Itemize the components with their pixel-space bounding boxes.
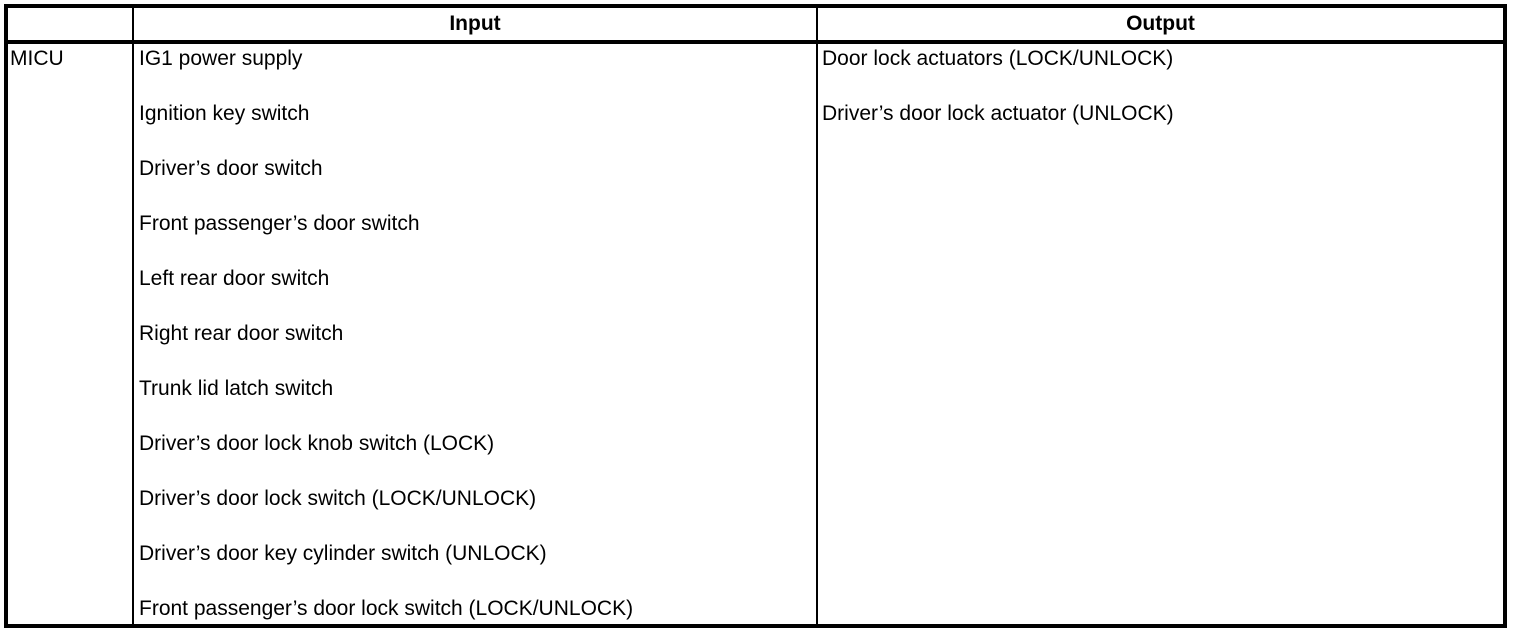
output-cell: Door lock actuators (LOCK/UNLOCK) Driver…: [818, 44, 1503, 624]
input-item: Driver’s door switch: [139, 157, 323, 180]
table-header-row: Input Output: [8, 8, 1503, 44]
device-cell: MICU: [8, 44, 134, 624]
input-cell: IG1 power supply Ignition key switch Dri…: [134, 44, 818, 624]
input-item: Front passenger’s door lock switch (LOCK…: [139, 597, 634, 620]
output-item: Driver’s door lock actuator (UNLOCK): [822, 102, 1174, 125]
input-item: Ignition key switch: [139, 102, 310, 125]
input-item: Front passenger’s door switch: [139, 212, 420, 235]
output-column-header: Output: [1126, 12, 1195, 35]
micu-input-output-table: Input Output MICU IG1 power supply Ignit…: [4, 4, 1507, 628]
input-item: Driver’s door lock knob switch (LOCK): [139, 432, 495, 455]
input-item: IG1 power supply: [139, 47, 303, 70]
input-item: Right rear door switch: [139, 322, 344, 345]
output-item: Door lock actuators (LOCK/UNLOCK): [822, 47, 1174, 70]
input-column-header: Input: [134, 8, 818, 40]
input-item: Driver’s door key cylinder switch (UNLOC…: [139, 542, 547, 565]
table-body-row: MICU IG1 power supply Ignition key switc…: [8, 44, 1503, 624]
device-column-header: [8, 8, 134, 40]
input-item: Driver’s door lock switch (LOCK/UNLOCK): [139, 487, 537, 510]
input-item: Trunk lid latch switch: [139, 377, 334, 400]
input-item: Left rear door switch: [139, 267, 330, 290]
